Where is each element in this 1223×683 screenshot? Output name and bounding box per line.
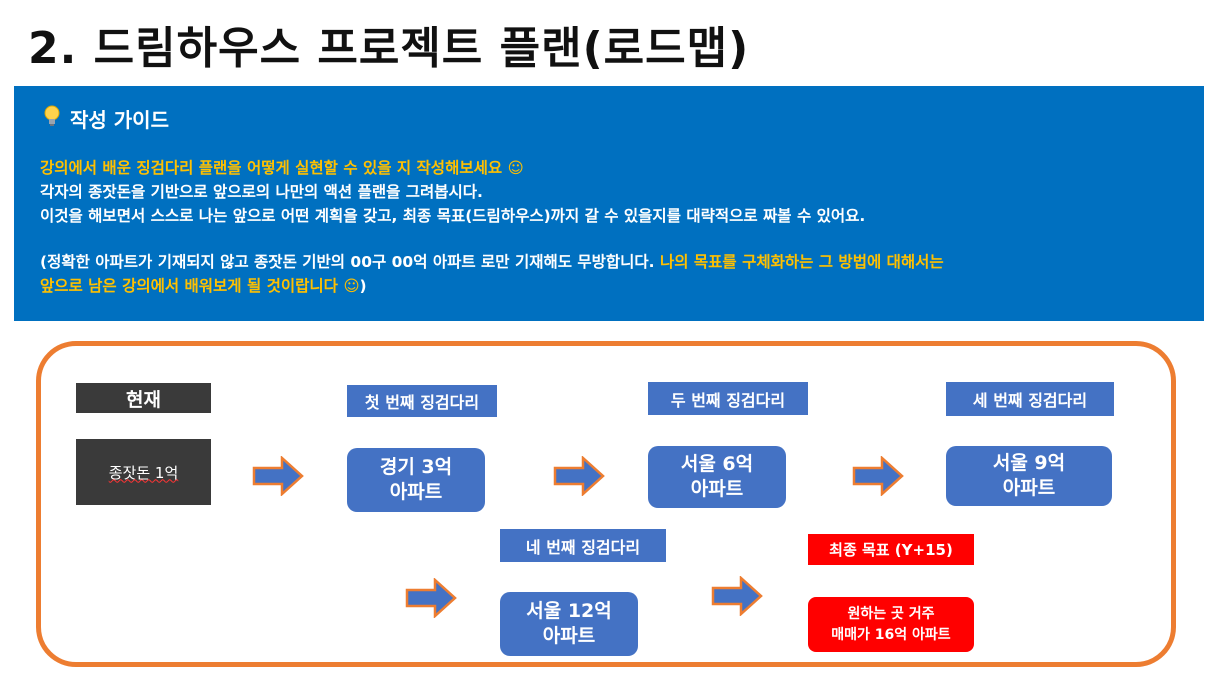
step3-box: 서울 9억 아파트 — [946, 446, 1112, 506]
current-value: 종잣돈 1억 — [76, 439, 211, 505]
step4-line-2: 아파트 — [542, 625, 596, 647]
arrow-right-icon — [252, 456, 304, 496]
step3-line-1: 서울 9억 — [992, 452, 1066, 474]
step2-box: 서울 6억 아파트 — [648, 446, 786, 508]
guide-heading: 작성 가이드 — [44, 104, 169, 133]
guide-line-4-white: (정확한 아파트가 기재되지 않고 종잣돈 기반의 00구 00억 아파트 로만… — [40, 253, 660, 271]
step1-line-1: 경기 3억 — [379, 456, 453, 478]
step4-label: 네 번째 징검다리 — [500, 529, 666, 562]
page-title: 2. 드림하우스 프로젝트 플랜(로드맵) — [28, 23, 750, 74]
step3-line-2: 아파트 — [1002, 477, 1056, 499]
arrow-right-icon — [405, 578, 457, 618]
lightbulb-icon — [44, 105, 60, 132]
roadmap-frame — [36, 341, 1176, 667]
step4-line-1: 서울 12억 — [526, 600, 612, 622]
arrow-right-icon — [711, 576, 763, 616]
goal-box: 원하는 곳 거주 매매가 16억 아파트 — [808, 597, 974, 652]
guide-line-4: (정확한 아파트가 기재되지 않고 종잣돈 기반의 00구 00억 아파트 로만… — [40, 250, 1190, 274]
step1-label: 첫 번째 징검다리 — [347, 385, 497, 417]
goal-label: 최종 목표 (Y+15) — [808, 534, 974, 565]
step4-box: 서울 12억 아파트 — [500, 592, 638, 656]
guide-line-4-yellow: 나의 목표를 구체화하는 그 방법에 대해서는 — [659, 253, 944, 271]
guide-body: 강의에서 배운 징검다리 플랜을 어떻게 실현할 수 있을 지 작성해보세요 ☺… — [40, 156, 1190, 298]
guide-line-5-white: ) — [359, 277, 367, 295]
arrow-right-icon — [553, 456, 605, 496]
guide-line-3: 이것을 해보면서 스스로 나는 앞으로 어떤 계획을 갖고, 최종 목표(드림하… — [40, 207, 866, 225]
step1-box: 경기 3억 아파트 — [347, 448, 485, 512]
step3-label: 세 번째 징검다리 — [946, 382, 1114, 416]
guide-line-5: 앞으로 남은 강의에서 배워보게 될 것이랍니다 ☺) — [40, 274, 1190, 298]
guide-heading-text: 작성 가이드 — [70, 108, 169, 132]
guide-line-5-yellow: 앞으로 남은 강의에서 배워보게 될 것이랍니다 ☺ — [40, 277, 360, 295]
goal-line-1: 원하는 곳 거주 — [847, 605, 935, 622]
step2-line-2: 아파트 — [690, 478, 744, 500]
current-value-text: 종잣돈 1억 — [108, 463, 179, 482]
step2-line-1: 서울 6억 — [680, 453, 754, 475]
current-label: 현재 — [76, 383, 211, 413]
guide-line-1: 강의에서 배운 징검다리 플랜을 어떻게 실현할 수 있을 지 작성해보세요 ☺ — [40, 159, 524, 177]
step2-label: 두 번째 징검다리 — [648, 382, 808, 415]
writing-guide-panel: 작성 가이드 강의에서 배운 징검다리 플랜을 어떻게 실현할 수 있을 지 작… — [14, 86, 1204, 321]
guide-line-2: 각자의 종잣돈을 기반으로 앞으로의 나만의 액션 플랜을 그려봅시다. — [40, 183, 483, 201]
goal-line-2: 매매가 16억 아파트 — [831, 626, 951, 643]
step1-line-2: 아파트 — [389, 481, 443, 503]
arrow-right-icon — [852, 456, 904, 496]
